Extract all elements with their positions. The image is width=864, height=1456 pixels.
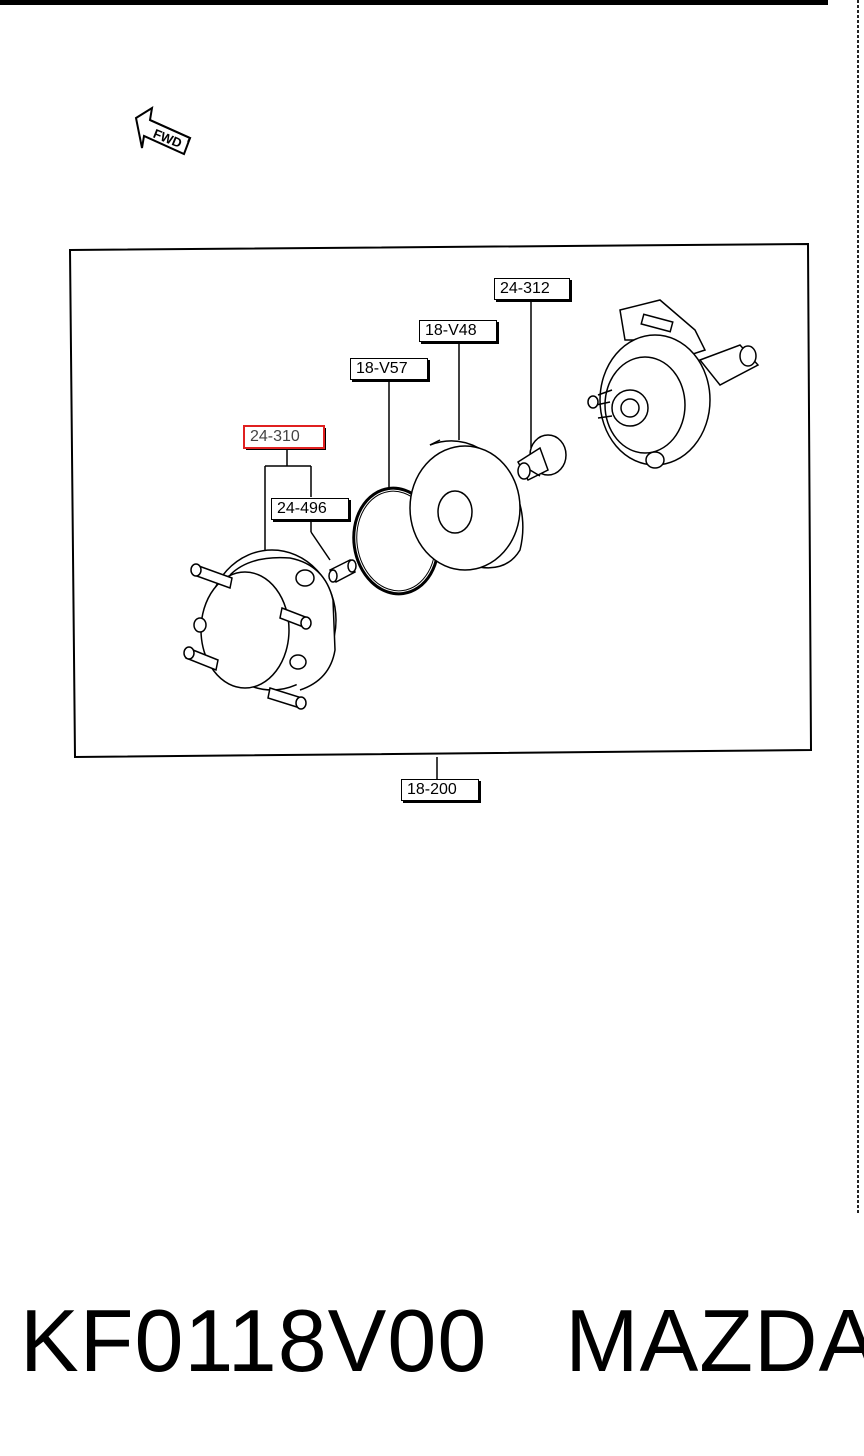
part-number-caption: KF0118V00 MAZDA	[20, 1290, 864, 1392]
assembly-frame	[68, 242, 813, 759]
part-code: KF0118V00	[20, 1291, 488, 1390]
leader-lines	[264, 300, 532, 779]
fwd-arrow-icon: FWD	[134, 105, 192, 156]
callout-18-v48: 18-V48	[419, 320, 497, 342]
callout-18-200: 18-200	[401, 779, 479, 801]
vacuum-pump-body	[183, 549, 337, 710]
page-edge	[857, 0, 859, 1215]
brand-name: MAZDA	[565, 1291, 864, 1390]
mounting-studs	[183, 563, 312, 710]
drive-coupling	[517, 434, 567, 481]
check-valve	[328, 558, 357, 584]
callout-24-310: 24-310	[243, 425, 325, 449]
callout-24-312: 24-312	[494, 278, 570, 300]
callout-18-v57: 18-V57	[350, 358, 428, 380]
pump-housing-cover	[409, 439, 524, 571]
drive-unit-assembly	[587, 299, 760, 469]
top-rule	[0, 0, 828, 5]
callout-24-496: 24-496	[271, 498, 349, 520]
